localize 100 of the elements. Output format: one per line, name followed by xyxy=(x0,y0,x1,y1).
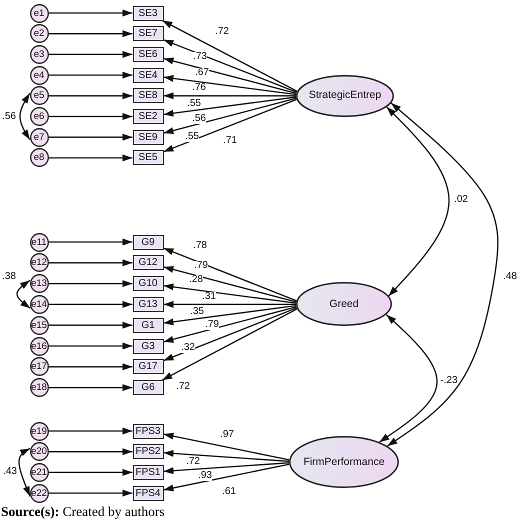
observed-variable-box xyxy=(132,444,164,460)
observed-variable-box xyxy=(132,359,164,374)
error-term-circle xyxy=(30,44,48,64)
arrow xyxy=(48,30,132,38)
arrow xyxy=(48,238,132,246)
observed-variable-label: FPS1 xyxy=(135,466,160,478)
coefficient-label: .93 xyxy=(198,471,212,482)
observed-variable-box xyxy=(132,380,164,396)
coefficient-label: .48 xyxy=(503,272,517,282)
latent-variable-label: FirmPerformance xyxy=(303,456,385,468)
observed-variable-box xyxy=(132,338,164,354)
arrow xyxy=(163,39,297,93)
error-term-label: e12 xyxy=(31,257,47,268)
observed-variable-label: G12 xyxy=(138,257,158,268)
error-term-label: e15 xyxy=(31,320,47,331)
error-term-label: e11 xyxy=(31,236,47,248)
coefficient-label: .56 xyxy=(2,112,16,122)
observed-variable-label: SE4 xyxy=(138,70,158,81)
observed-variable-label: SE8 xyxy=(138,90,158,102)
arrow xyxy=(164,92,296,100)
arrow xyxy=(163,432,290,460)
coefficient-label: .71 xyxy=(223,136,237,146)
double-headed-arrow xyxy=(386,106,450,297)
coefficient-label: .73 xyxy=(193,52,207,62)
coefficient-label: .43 xyxy=(3,467,17,477)
error-term-label: e2 xyxy=(34,28,44,40)
latent-variable-label: StrategicEntrep xyxy=(308,90,382,102)
arrow xyxy=(48,280,132,288)
arrow xyxy=(48,72,132,79)
arrow xyxy=(163,58,297,94)
arrow xyxy=(48,50,132,58)
observed-variable-label: SE9 xyxy=(138,132,158,143)
latent-variable-label: Greed xyxy=(329,298,359,310)
arrow xyxy=(48,134,132,141)
error-term-label: e20 xyxy=(31,446,47,458)
error-term-circle xyxy=(30,422,48,440)
error-term-circle xyxy=(30,128,48,147)
error-term-circle xyxy=(30,24,48,44)
arrow xyxy=(163,248,297,302)
observed-variable-label: G13 xyxy=(138,298,158,310)
error-term-circle xyxy=(30,86,48,106)
observed-variable-box xyxy=(132,109,164,124)
error-term-circle xyxy=(30,107,48,126)
error-term-label: e5 xyxy=(34,90,44,102)
error-term-label: e17 xyxy=(31,361,47,372)
observed-variable-box xyxy=(132,68,164,83)
observed-variable-label: SE5 xyxy=(138,152,158,164)
arrow xyxy=(48,92,132,100)
observed-variable-box xyxy=(132,296,164,312)
observed-variable-box xyxy=(132,318,164,333)
error-term-circle xyxy=(30,148,48,168)
arrow xyxy=(48,468,132,476)
arrow xyxy=(163,266,296,303)
error-term-circle xyxy=(30,316,48,335)
coefficient-label: .72 xyxy=(215,27,229,37)
observed-variable-label: G17 xyxy=(138,361,158,372)
latent-variable-ellipse xyxy=(289,436,399,488)
arrow xyxy=(163,462,290,474)
arrow xyxy=(48,363,132,370)
observed-variable-box xyxy=(132,26,164,42)
coefficient-label: .32 xyxy=(181,342,195,352)
observed-variable-box xyxy=(132,130,164,145)
double-headed-arrow xyxy=(386,102,498,447)
observed-variable-label: SE6 xyxy=(138,48,158,60)
latent-variable-ellipse xyxy=(296,282,392,326)
coefficient-label: .55 xyxy=(185,132,199,142)
coefficient-label: .79 xyxy=(205,320,219,330)
observed-variable-label: FPS4 xyxy=(135,488,160,499)
double-headed-arrow xyxy=(18,448,31,497)
arrow xyxy=(163,307,297,362)
arrow xyxy=(162,308,298,381)
arrow xyxy=(48,154,132,162)
observed-variable-label: G1 xyxy=(141,320,155,331)
error-term-label: e3 xyxy=(34,48,44,60)
arrow xyxy=(48,384,132,392)
coefficient-label: .56 xyxy=(192,114,206,124)
coefficient-label: .76 xyxy=(192,83,206,94)
error-term-label: e21 xyxy=(31,466,47,478)
observed-variable-label: G6 xyxy=(141,382,155,394)
observed-variable-label: FPS3 xyxy=(135,426,160,436)
error-term-label: e13 xyxy=(31,278,47,290)
observed-variable-label: FPS2 xyxy=(135,446,160,458)
arrow xyxy=(163,283,296,304)
arrow xyxy=(48,10,132,16)
error-term-label: e18 xyxy=(31,382,47,394)
latent-variable-ellipse xyxy=(296,74,394,117)
coefficient-label: .72 xyxy=(186,457,200,467)
arrow xyxy=(48,259,132,266)
observed-variable-box xyxy=(132,464,164,480)
arrow xyxy=(48,342,132,350)
observed-variable-box xyxy=(132,486,164,501)
error-term-circle xyxy=(30,4,48,22)
error-term-circle xyxy=(30,274,48,294)
double-headed-arrow xyxy=(379,314,438,443)
observed-variable-box xyxy=(132,88,164,104)
arrow xyxy=(163,464,290,492)
coefficient-label: .78 xyxy=(193,241,207,251)
error-term-label: e4 xyxy=(34,70,44,81)
observed-variable-label: SE3 xyxy=(138,8,158,18)
observed-variable-box xyxy=(132,234,164,250)
